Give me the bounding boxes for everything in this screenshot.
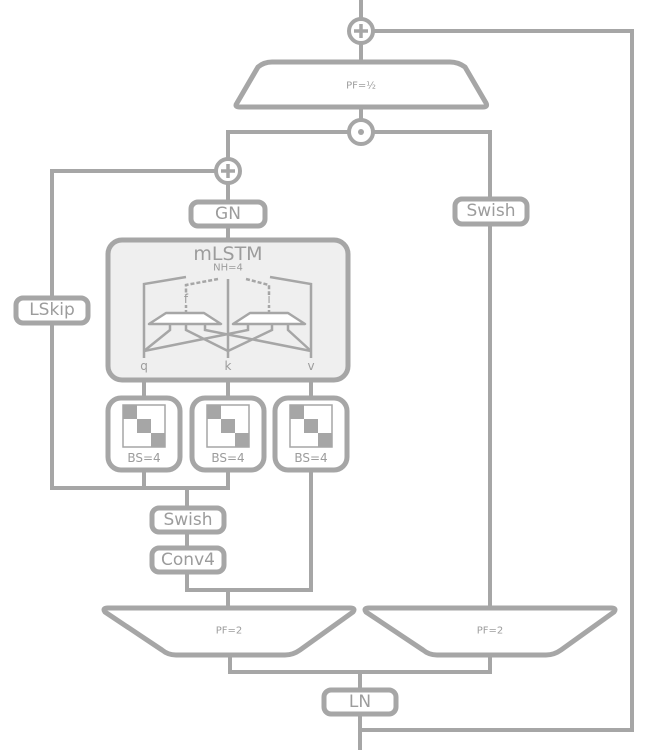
gate-multiply-node <box>347 118 375 146</box>
block-size-label: BS=4 <box>294 451 327 465</box>
block-diag-q: BS=4 <box>105 395 183 473</box>
forget-gate-trapezoid <box>147 311 223 326</box>
skip-add-node <box>214 157 242 185</box>
layer-norm-label: LN <box>349 692 371 712</box>
lskip-label: LSkip <box>29 300 75 320</box>
forget-gate-label: f <box>184 292 189 306</box>
conv-label: Conv4 <box>161 550 215 570</box>
residual-add-node <box>347 17 375 45</box>
layer-norm-block: LN <box>321 687 399 717</box>
wire-q-top <box>142 275 187 358</box>
proj-down-label: PF=½ <box>346 80 376 92</box>
line-lskip-loop <box>50 169 230 490</box>
block-size-label: BS=4 <box>127 451 160 465</box>
proj-up-right-block: PF=2 <box>362 605 618 658</box>
block-diagonal-matrix-icon <box>289 404 333 448</box>
key-label: k <box>225 359 232 373</box>
value-label: v <box>307 359 314 373</box>
wire-k-f <box>184 324 229 353</box>
group-norm-box <box>188 199 268 229</box>
mlstm-block: mLSTM NH=4 f i q k v <box>105 237 351 383</box>
left-swish-box <box>149 505 227 535</box>
proj-down-block: PF=½ <box>233 59 490 110</box>
conv-box <box>149 545 227 575</box>
wire-v-top <box>269 275 313 358</box>
wire-v-i <box>286 324 312 352</box>
dot-icon <box>358 129 364 135</box>
conv-block: Conv4 <box>149 545 227 575</box>
lskip-box <box>13 295 91 326</box>
line-outer-residual <box>359 29 634 732</box>
proj-up-left-label: PF=2 <box>216 626 243 637</box>
layer-norm-box <box>321 687 399 717</box>
group-norm-block: GN <box>188 199 268 229</box>
block-diag-v: BS=4 <box>272 395 350 473</box>
right-swish-box <box>452 196 530 227</box>
line-conv-v-merge <box>185 468 313 592</box>
wire-k-i <box>227 324 274 353</box>
proj-down-trapezoid <box>233 59 490 110</box>
wire-v-f <box>203 324 312 353</box>
lskip-block: LSkip <box>13 295 91 326</box>
proj-up-left-trapezoid <box>101 605 357 658</box>
input-gate-label: i <box>267 292 270 306</box>
wire-q-f <box>143 324 172 352</box>
mlstm-internal-wiring <box>142 275 313 358</box>
wire-f-top <box>184 277 219 295</box>
wire-q-i <box>143 324 250 353</box>
block-diagonal-matrix-icon <box>122 404 166 448</box>
left-swish-block: Swish <box>149 505 227 535</box>
line-proj-merge <box>228 653 492 674</box>
block-diag-k: BS=4 <box>189 395 267 473</box>
input-gate-trapezoid <box>231 311 307 326</box>
line-gate-left <box>226 130 350 173</box>
group-norm-label: GN <box>215 204 241 224</box>
left-swish-label: Swish <box>163 510 212 530</box>
query-label: q <box>140 359 148 373</box>
block-diagonal-matrix-icon <box>206 404 250 448</box>
mlstm-heads: NH=4 <box>213 263 243 274</box>
proj-up-right-label: PF=2 <box>477 626 504 637</box>
right-swish-label: Swish <box>466 201 515 221</box>
block-size-label: BS=4 <box>211 451 244 465</box>
proj-up-left-block: PF=2 <box>101 605 357 658</box>
mlstm-title: mLSTM <box>193 243 262 265</box>
right-swish-block: Swish <box>452 196 530 227</box>
wire-i-top <box>245 277 271 295</box>
line-gate-right <box>372 130 492 610</box>
proj-up-right-trapezoid <box>362 605 618 658</box>
